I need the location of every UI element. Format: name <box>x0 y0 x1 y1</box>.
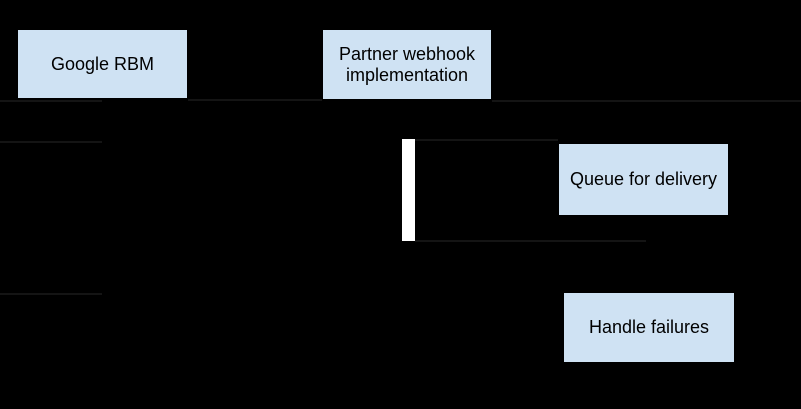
connector-line <box>0 293 102 295</box>
connector-line <box>415 139 558 141</box>
node-queue-for-delivery: Queue for delivery <box>558 143 729 216</box>
node-label: Partner webhook implementation <box>338 43 476 85</box>
node-label: Google RBM <box>50 53 155 74</box>
node-google-rbm: Google RBM <box>17 29 188 99</box>
node-label: Handle failures <box>588 317 710 337</box>
node-partner-webhook: Partner webhook implementation <box>322 29 492 100</box>
node-handle-failures: Handle failures <box>563 292 735 363</box>
connector-line <box>0 141 102 143</box>
activation-bar <box>402 139 415 241</box>
connector-line <box>492 100 801 102</box>
node-label: Queue for delivery <box>569 169 718 189</box>
connector-line <box>0 100 102 102</box>
connector-line <box>188 99 322 101</box>
connector-line <box>415 240 646 242</box>
